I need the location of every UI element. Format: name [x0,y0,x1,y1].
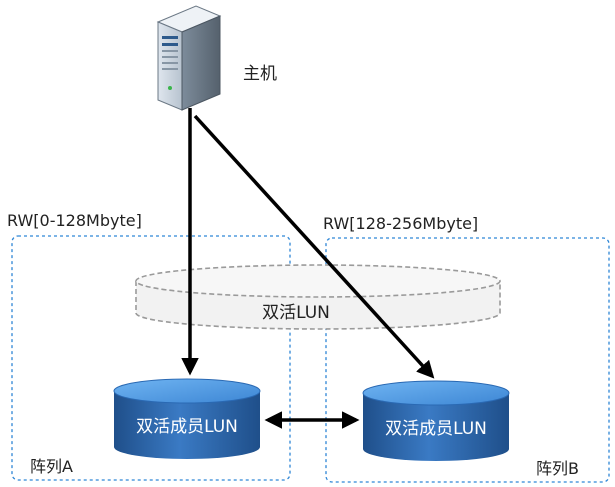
virtual-lun-label: 双活LUN [262,303,330,323]
array-b-box [325,237,610,483]
host-label: 主机 [243,64,277,84]
array-a-name: 阵列A [30,457,73,476]
member-lun-b-label: 双活成员LUN [385,419,487,439]
member-lun-a-cylinder [113,378,261,459]
array-b-name: 阵列B [536,459,579,478]
array-a-box [11,235,291,481]
array-a-range-label: RW[0-128Mbyte] [7,211,142,230]
server-tower-icon [156,5,222,111]
virtual-lun-cylinder [135,264,501,330]
host-to-lun-b-arrow [193,114,435,379]
member-lun-b-cylinder [362,380,510,461]
array-b-range-label: RW[128-256Mbyte] [323,214,478,233]
member-lun-a-label: 双活成员LUN [136,417,238,437]
